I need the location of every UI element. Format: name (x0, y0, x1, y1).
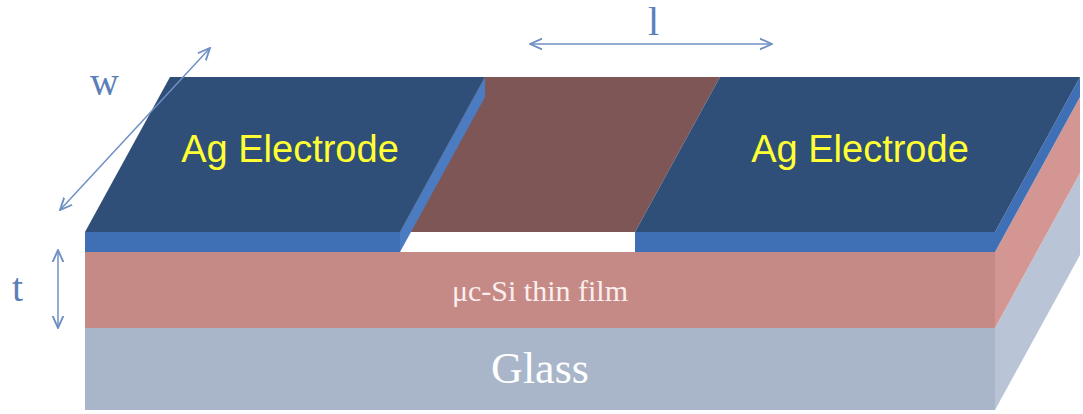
layer-label: Ag Electrode (181, 129, 399, 171)
electrode-top (635, 77, 1080, 232)
electrode-front (85, 232, 400, 252)
dimension-arrow (530, 43, 772, 45)
film-front (85, 252, 995, 328)
electrode-label-box: Ag Electrode (690, 110, 1030, 190)
dimension-label: w (90, 62, 119, 102)
electrode-label-box: Ag Electrode (140, 110, 440, 190)
electrode-front (635, 232, 995, 252)
electrode-top (85, 77, 485, 232)
layer-label: μc-Si thin film (452, 274, 628, 307)
film-layer: μc-Si thin film (85, 256, 995, 324)
layer-label: Ag Electrode (751, 129, 969, 171)
glass-front (85, 328, 995, 410)
dimension-label: t (12, 268, 23, 308)
glass-layer: Glass (85, 330, 995, 408)
dimension-arrow (57, 250, 59, 328)
dimension-label: l (648, 2, 659, 42)
layer-label: Glass (491, 345, 589, 393)
